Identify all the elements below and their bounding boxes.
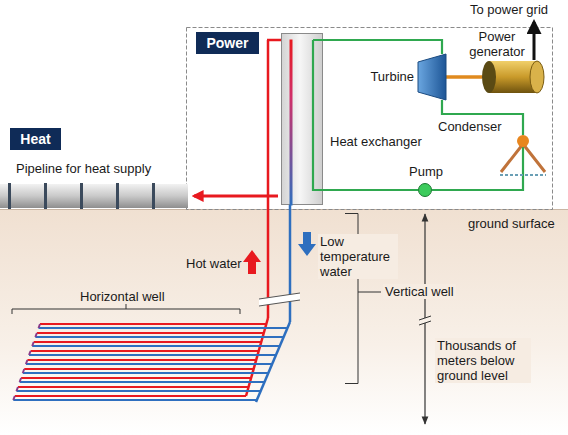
loop-turn [23, 369, 25, 373]
section-badge: Power [196, 32, 259, 54]
grid-arrow [533, 22, 536, 60]
generator-end [530, 61, 544, 93]
well-label: Horizontal well [80, 289, 165, 304]
loop-turn [29, 351, 31, 355]
part-label: Heat exchanger [330, 134, 422, 149]
destination-label: To power grid [470, 2, 548, 17]
condenser-coil [500, 174, 546, 176]
pump-symbol: Pump [418, 183, 432, 197]
cold-loop [39, 327, 288, 329]
hot-loop [27, 359, 256, 361]
hot-loop [34, 341, 262, 343]
loop-turn [32, 342, 34, 346]
break-mark [259, 300, 300, 306]
section-badge: Heat [10, 128, 61, 150]
flow-label: Low temperature water [318, 234, 398, 279]
generator-end [482, 61, 496, 93]
cold-loop [16, 390, 260, 392]
loop-turn [16, 387, 18, 391]
hot-water-arrow [243, 250, 261, 274]
hot-loop [24, 368, 253, 370]
pump-body [419, 184, 432, 197]
cold-loop [20, 381, 265, 383]
hot-loop [40, 323, 266, 325]
gen-shape [482, 61, 544, 93]
hot-loop [15, 395, 246, 397]
part-label: Pump [409, 164, 443, 179]
break-mark [419, 321, 431, 325]
hot-loop [31, 350, 259, 352]
heat-exchanger: Heat exchanger [281, 33, 323, 205]
depth-label: Thousands of meters below ground level [435, 338, 531, 383]
cold-loop [13, 399, 257, 401]
cold-loop [26, 363, 272, 365]
hot-pipe [267, 39, 282, 42]
part-label: Turbine [364, 69, 414, 84]
hx-loop [313, 40, 324, 190]
hx-shape [282, 34, 322, 204]
loop-turn [20, 378, 22, 382]
heat-arrow [194, 195, 278, 198]
loop-turn [26, 360, 28, 364]
break-gap [259, 293, 300, 306]
part-label: Condenser [438, 119, 502, 134]
part-label: Power generator [466, 29, 528, 59]
pipeline-label: Pipeline for heat supply [16, 161, 151, 176]
cold-pipe [289, 204, 292, 322]
pipe-connector [432, 180, 523, 190]
turbine-symbol: Turbine [418, 54, 446, 100]
condenser-frame [501, 144, 545, 172]
hot-loop [18, 386, 249, 388]
cold-loop [23, 372, 269, 374]
flow-label: Hot water [186, 256, 242, 271]
loop-turn [13, 396, 15, 400]
break-gap [419, 318, 431, 323]
condenser-symbol: Condenser [498, 135, 548, 180]
generator-symbol: Power generator [482, 61, 544, 93]
badge-title: Power [206, 36, 248, 51]
cond-shape [498, 135, 548, 180]
horizontal-well-bracket [12, 304, 240, 314]
power-region [187, 28, 553, 210]
horizontal-well-loops [13, 324, 287, 400]
ground [0, 209, 568, 435]
pipe-connector [323, 40, 442, 54]
loop-turn [39, 324, 41, 328]
cold-loop [29, 354, 276, 356]
well-label: Vertical well [383, 284, 456, 299]
turbine-shape [418, 54, 446, 100]
hx-tube [290, 40, 293, 206]
break-mark [259, 293, 300, 299]
hot-loop [37, 332, 264, 334]
ground-label: ground surface [468, 216, 555, 231]
condenser-fan [517, 135, 529, 147]
hot-loop [21, 377, 251, 379]
loop-turn [35, 333, 37, 337]
pump-shape [418, 183, 432, 197]
pipe-connector [446, 75, 482, 79]
badge-title: Heat [20, 132, 50, 147]
cold-loop [32, 345, 280, 347]
break-mark [419, 316, 431, 320]
hot-pipe [267, 40, 270, 318]
pipeline-joints [8, 183, 155, 209]
heat-pipeline [0, 184, 188, 208]
pipe-connector [323, 189, 418, 191]
cold-water-arrow [298, 232, 316, 256]
turbine-body [418, 54, 446, 100]
cold-loop [35, 336, 283, 338]
